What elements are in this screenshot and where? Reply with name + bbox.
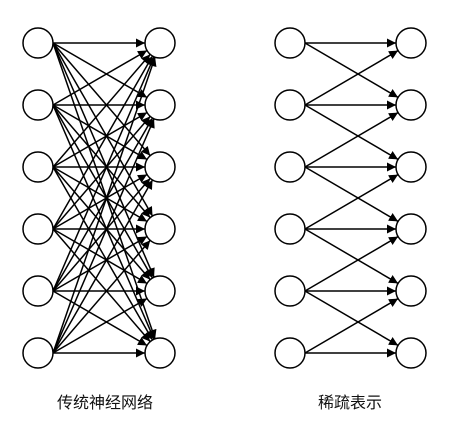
connection-arrow — [52, 235, 148, 292]
connection-arrow — [304, 228, 399, 285]
connection-arrow — [52, 166, 148, 223]
input-layer-node — [274, 89, 306, 121]
connection-arrow — [52, 290, 148, 347]
input-layer-node — [274, 337, 306, 369]
connection-arrow — [304, 111, 399, 168]
output-layer-node — [144, 27, 176, 59]
connection-arrow — [52, 42, 148, 99]
connection-arrow — [52, 173, 148, 230]
connection-arrow — [304, 235, 399, 292]
input-layer-node — [22, 27, 54, 59]
connection-arrow — [52, 166, 151, 281]
connection-arrow — [52, 239, 151, 354]
output-layer-node — [395, 89, 427, 121]
connection-arrow — [52, 228, 148, 285]
connection-arrow — [52, 49, 148, 106]
connection-arrow — [52, 104, 151, 219]
input-layer-node — [274, 27, 306, 59]
connection-arrow — [52, 166, 154, 341]
connection-arrow — [52, 104, 154, 279]
output-layer-node — [395, 27, 427, 59]
connection-arrow — [304, 42, 399, 99]
input-layer-node — [22, 213, 54, 245]
sparse-network-caption: 稀疏表示 — [317, 393, 382, 412]
connection-arrow — [304, 104, 399, 161]
connection-arrow — [304, 297, 399, 354]
connection-arrow — [52, 297, 148, 354]
connection-arrow — [52, 177, 151, 292]
connection-arrow — [52, 42, 151, 157]
connection-arrow — [52, 55, 154, 230]
connection-arrow — [52, 42, 154, 217]
input-layer-node — [274, 275, 306, 307]
input-layer-node — [22, 89, 54, 121]
connection-arrow — [52, 228, 151, 343]
connection-arrow — [52, 53, 151, 168]
connection-arrow — [52, 56, 155, 292]
connection-arrow — [304, 49, 399, 106]
output-layer-node — [144, 275, 176, 307]
input-layer-node — [274, 151, 306, 183]
connection-arrow — [52, 104, 148, 161]
input-layer-node — [22, 275, 54, 307]
sparse-network-panel — [274, 27, 427, 369]
output-layer-node — [395, 151, 427, 183]
input-layer-node — [274, 213, 306, 245]
connection-arrow — [52, 117, 154, 292]
output-layer-node — [144, 151, 176, 183]
connection-arrow — [52, 56, 157, 354]
output-layer-node — [395, 275, 427, 307]
connection-arrow — [52, 115, 151, 230]
connection-arrow — [52, 179, 154, 354]
output-layer-node — [144, 213, 176, 245]
dense-network-caption: 传统神经网络 — [56, 393, 153, 412]
input-layer-node — [22, 337, 54, 369]
connection-arrow — [52, 118, 155, 354]
connection-arrow — [52, 111, 148, 168]
output-layer-node — [395, 213, 427, 245]
connection-arrow — [52, 42, 155, 278]
connection-arrow — [304, 166, 399, 223]
output-layer-node — [144, 337, 176, 369]
connection-arrow — [304, 173, 399, 230]
output-layer-node — [144, 89, 176, 121]
output-layer-node — [395, 337, 427, 369]
input-layer-node — [22, 151, 54, 183]
connection-arrow — [304, 290, 399, 347]
dense-network-panel — [22, 27, 176, 369]
